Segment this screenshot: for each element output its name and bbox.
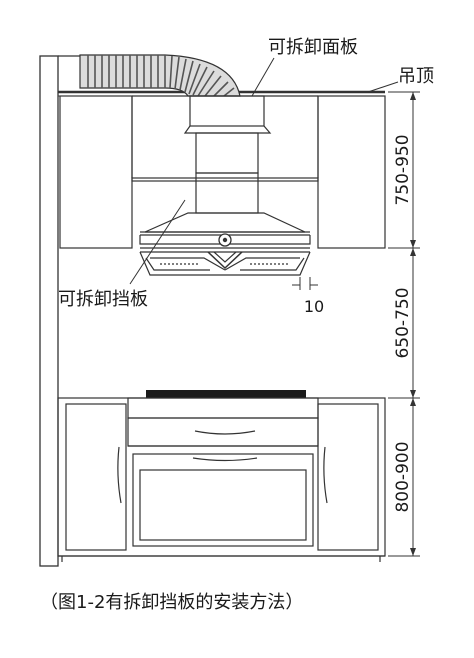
- upper-cabinets: [59, 95, 386, 249]
- hood-chimney: [183, 95, 272, 214]
- removable-baffle-label: 可拆卸挡板: [58, 289, 148, 310]
- removable-baffle: [139, 251, 311, 276]
- base-cabinet: [57, 397, 386, 562]
- gap-dimension-marker: [292, 277, 318, 290]
- ceiling-label: 吊顶: [398, 66, 434, 87]
- wall: [39, 55, 85, 567]
- dimension-arrows: [410, 92, 416, 556]
- gap-dimension-value: 10: [304, 297, 324, 316]
- leader-lines: [129, 57, 399, 285]
- cooktop: [127, 390, 319, 419]
- figure-caption: （图1-2有拆卸挡板的安装方法）: [40, 592, 303, 613]
- flexible-duct: [79, 54, 241, 97]
- control-knob-icon: [218, 233, 232, 247]
- dimension-label-upper: 750-950: [393, 134, 413, 205]
- height-dimension-lines: [388, 91, 420, 557]
- dimension-label-middle: 650-750: [393, 287, 413, 358]
- removable-top-panel: [131, 95, 319, 182]
- dimension-label-lower: 800-900: [393, 441, 413, 512]
- removable-top-panel-label: 可拆卸面板: [268, 37, 358, 58]
